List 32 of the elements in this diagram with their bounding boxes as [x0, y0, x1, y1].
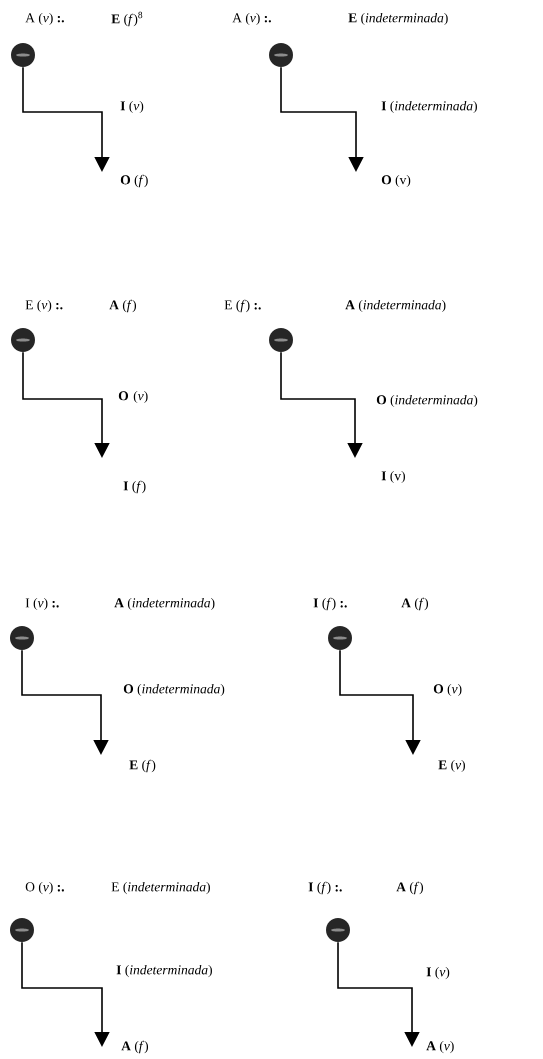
inference-label: I (indeterminada) [381, 100, 477, 114]
conclusion-label: A (indeterminada) [114, 597, 215, 611]
ball-icon [10, 626, 34, 650]
ball-icon [11, 43, 35, 67]
ball-icon [269, 328, 293, 352]
inference-label: O (indeterminada) [123, 683, 225, 697]
conclusion-label: A (f) [396, 881, 424, 895]
result-label: E (v) [438, 759, 465, 773]
conclusion-label: A (f) [109, 299, 137, 313]
result-label: O (f) [120, 174, 148, 188]
conclusion-label: E (f)$^{8}$ [111, 11, 143, 27]
ball-icon [10, 918, 34, 942]
result-label: I (f) [123, 480, 146, 494]
result-label: A (f) [121, 1040, 149, 1054]
conclusion-label: A (f) [401, 597, 429, 611]
result-label: A (v) [426, 1040, 454, 1054]
inference-label: O (v) [118, 390, 148, 404]
inference-label: O (v) [433, 683, 462, 697]
ball-icon [326, 918, 350, 942]
conclusion-label: E (indeterminada) [348, 12, 448, 26]
conclusion-label: A (indeterminada) [345, 299, 446, 313]
ball-icon [11, 328, 35, 352]
result-label: E (f) [129, 759, 156, 773]
ball-icon [328, 626, 352, 650]
inference-label: O (indeterminada) [376, 394, 478, 408]
conclusion-label: E (indeterminada) [111, 881, 210, 895]
inference-label: I (v) [120, 100, 144, 114]
inference-label: I (indeterminada) [116, 964, 212, 978]
inference-label: I (v) [426, 966, 450, 980]
ball-icon [269, 43, 293, 67]
result-label: I (v) [381, 470, 405, 484]
result-label: O (v) [381, 174, 411, 188]
